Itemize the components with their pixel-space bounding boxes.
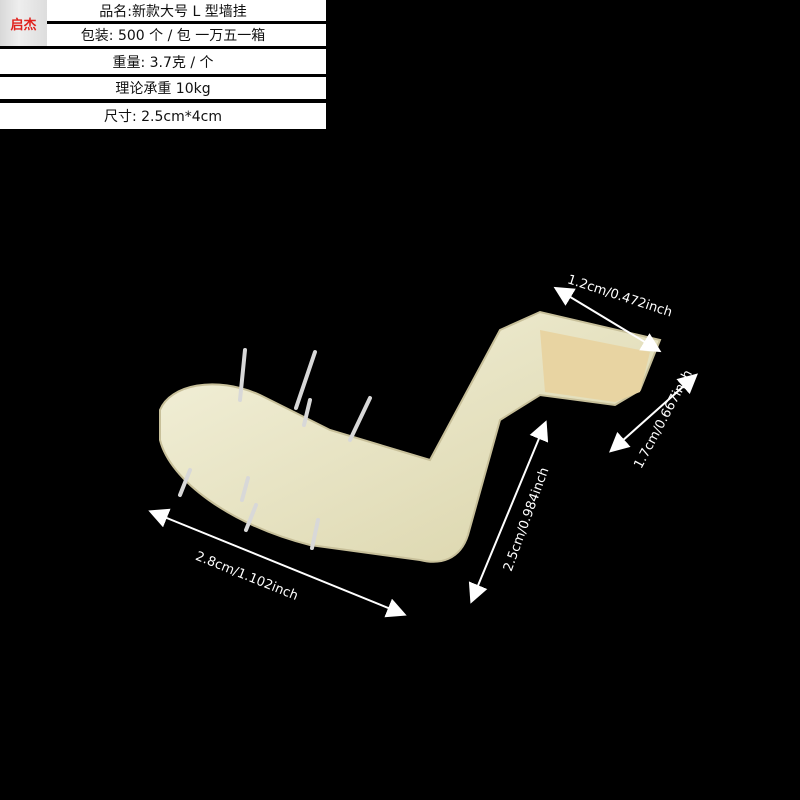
spec-weight: 重量: 3.7克 / 个 [0,49,326,74]
dimension-arrows [148,286,698,618]
spec-product-name: 品名:新款大号 L 型墙挂 [0,0,326,21]
wall-hook-image [159,310,662,563]
spec-packaging: 包装: 500 个 / 包 一万五一箱 [0,24,326,46]
spec-table: 启杰 品名:新款大号 L 型墙挂 包装: 500 个 / 包 一万五一箱 重量:… [0,0,328,130]
brand-logo: 启杰 [0,0,47,46]
spec-size: 尺寸: 2.5cm*4cm [0,103,326,129]
spec-load: 理论承重 10kg [0,77,326,99]
